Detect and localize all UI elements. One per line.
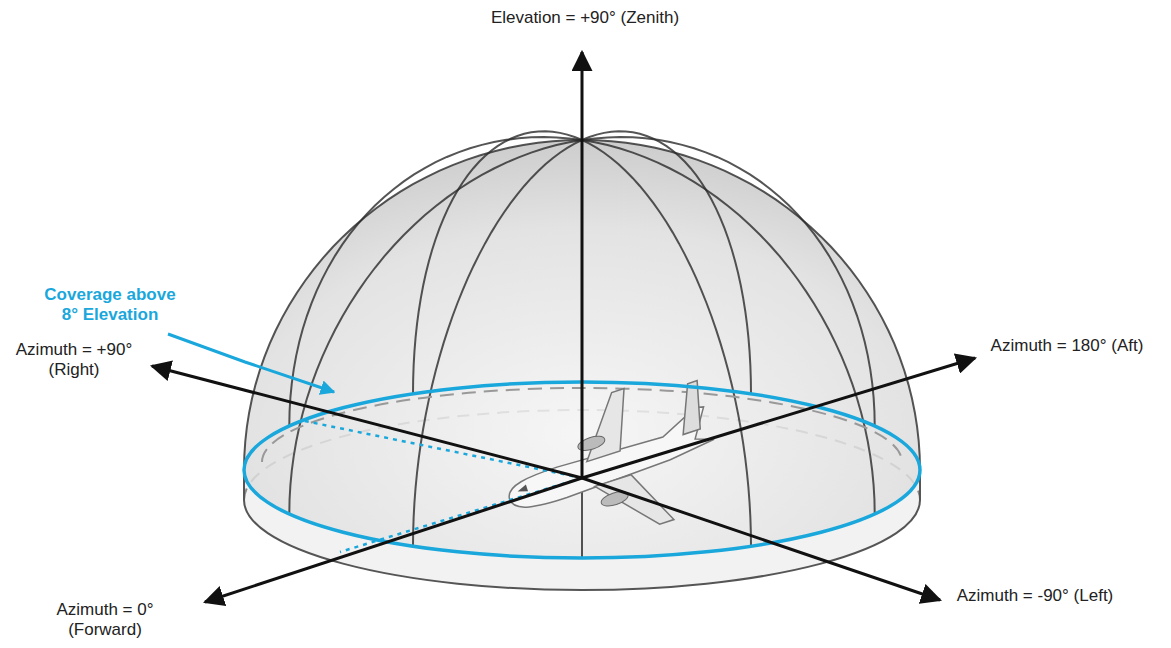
forward-axis — [205, 478, 582, 602]
aft-axis — [582, 358, 975, 478]
zenith-axis — [581, 52, 584, 478]
coverage-label: Coverage above 8° Elevation — [35, 285, 185, 326]
airplane — [488, 366, 736, 566]
right-axis — [152, 366, 582, 478]
axis-label: Azimuth = 0° (Forward) — [20, 600, 190, 641]
axis-label: Azimuth = -90° (Left) — [950, 586, 1120, 606]
cockpit — [516, 485, 528, 495]
axis-label: Azimuth = 180° (Aft) — [982, 336, 1152, 356]
wing — [595, 466, 674, 539]
left-axis — [582, 478, 940, 600]
wing — [569, 389, 642, 462]
axis-label: Elevation = +90° (Zenith) — [435, 8, 735, 28]
coverage-leader — [168, 334, 334, 392]
axis-label: Azimuth = +90° (Right) — [4, 340, 144, 381]
